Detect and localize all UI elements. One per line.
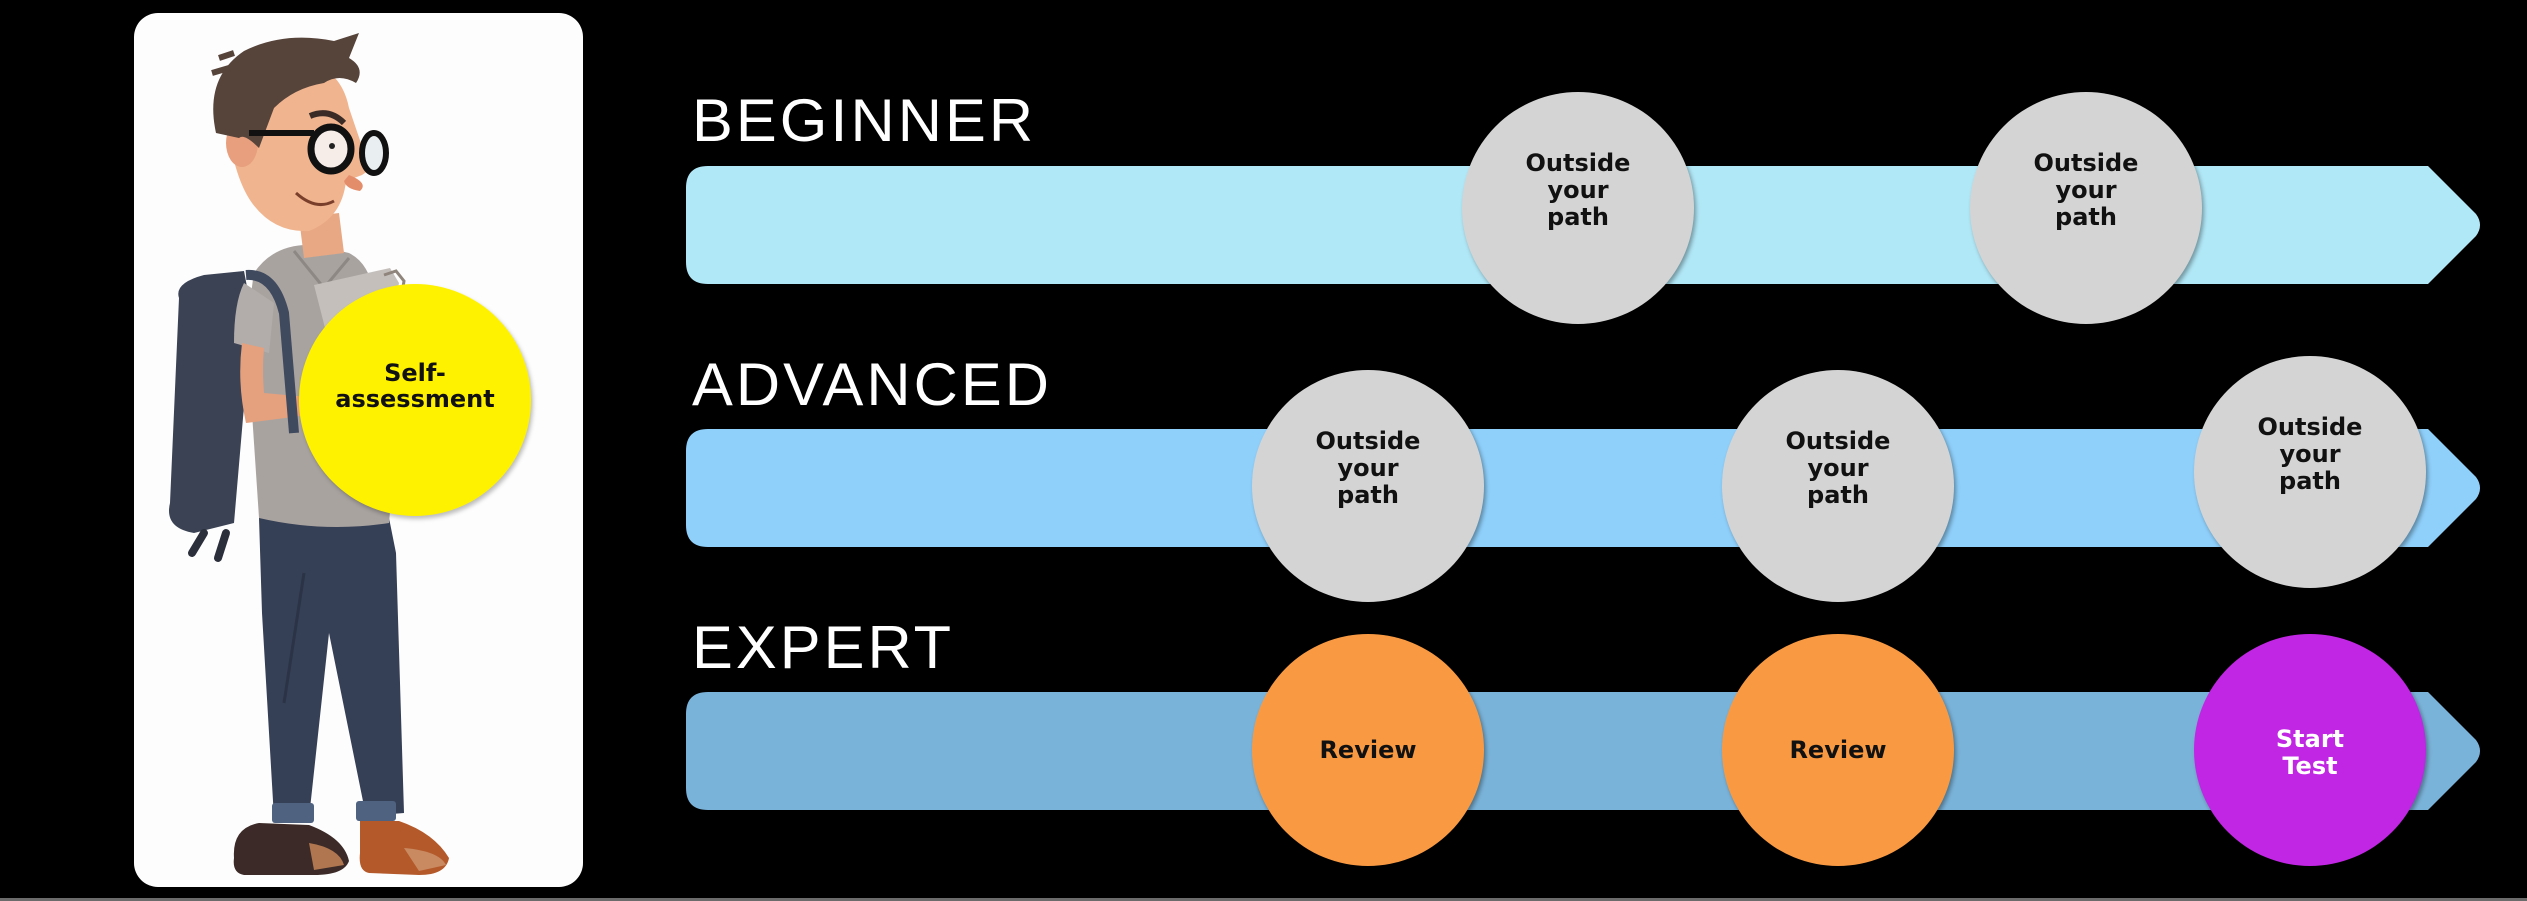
self-assessment-label: Self- assessment (335, 359, 495, 413)
start-test-button[interactable]: Start Test (2194, 634, 2426, 866)
step-label: Outside your path (1525, 149, 1631, 231)
arrow-bar-shape (686, 429, 2480, 547)
step-label: Start Test (2275, 725, 2345, 780)
step-label: Review (1319, 735, 1417, 764)
step-label: Outside your path (2033, 149, 2139, 231)
beginner-step-1[interactable]: Outside your path (1462, 92, 1694, 324)
advanced-step-3[interactable]: Outside your path (2194, 356, 2426, 588)
level-bar-expert (686, 692, 2486, 810)
legs (259, 518, 404, 818)
beginner-step-2[interactable]: Outside your path (1970, 92, 2202, 324)
expert-review-2[interactable]: Review (1722, 634, 1954, 866)
expert-review-1[interactable]: Review (1252, 634, 1484, 866)
backpack (169, 271, 252, 533)
level-title-beginner: BEGINNER (692, 87, 1037, 154)
advanced-step-2[interactable]: Outside your path (1722, 370, 1954, 602)
step-label: Outside your path (1315, 427, 1421, 509)
bottom-divider (0, 898, 2527, 901)
level-bar-advanced (686, 429, 2486, 547)
step-label: Outside your path (2257, 413, 2363, 495)
level-title-expert: EXPERT (692, 614, 955, 681)
advanced-step-1[interactable]: Outside your path (1252, 370, 1484, 602)
hair (213, 33, 360, 148)
step-label: Outside your path (1785, 427, 1891, 509)
self-assessment-button[interactable]: Self- assessment (299, 284, 531, 516)
left-shoe (233, 823, 349, 875)
arrow-bar-shape (686, 692, 2480, 810)
level-title-advanced: ADVANCED (692, 351, 1053, 418)
step-label: Review (1789, 735, 1887, 764)
